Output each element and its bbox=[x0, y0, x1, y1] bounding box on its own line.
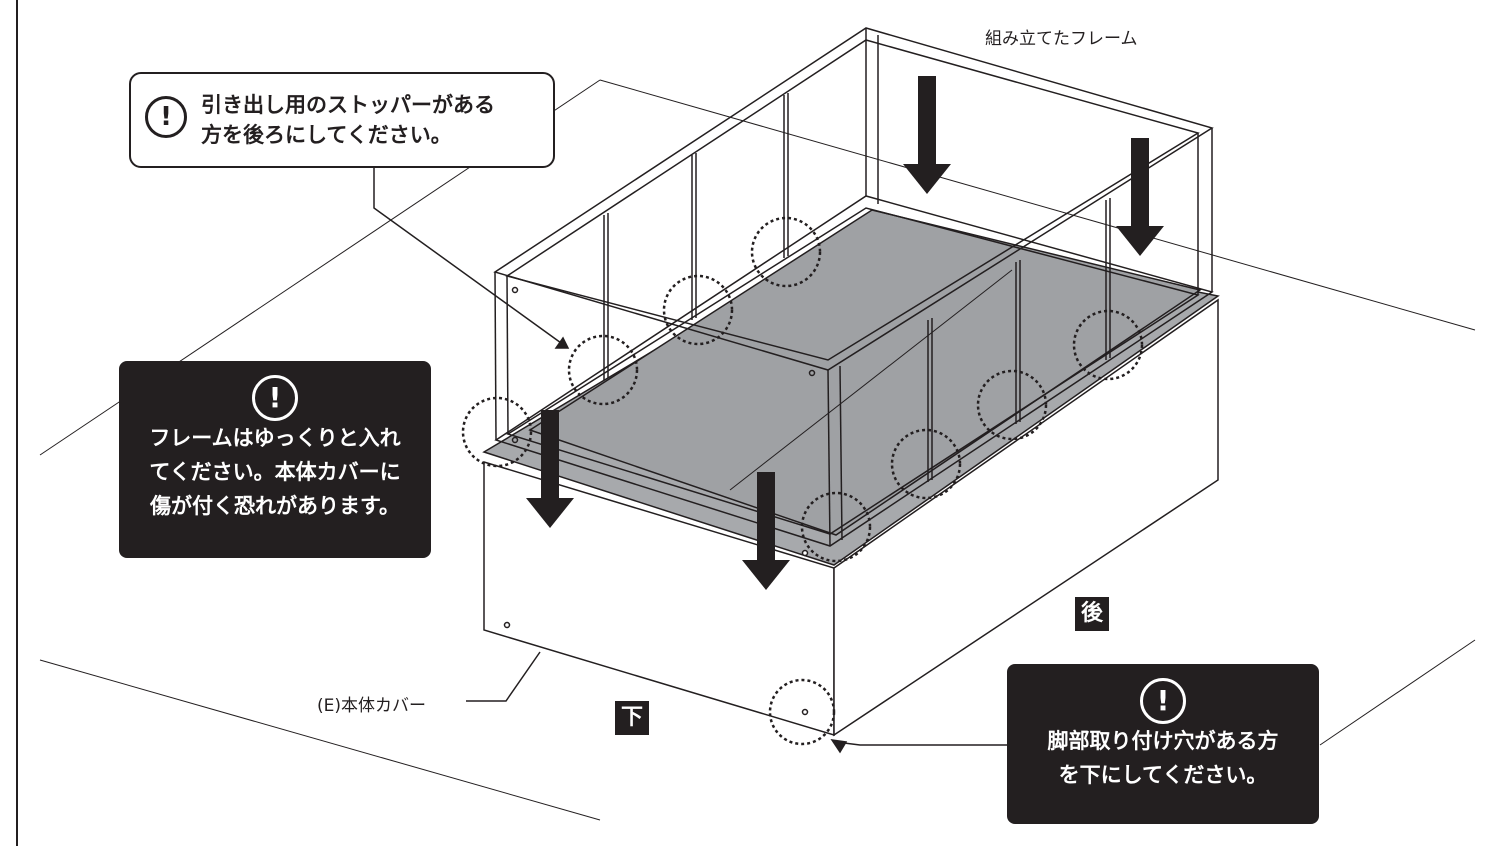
insert-arrows bbox=[526, 76, 1164, 590]
body-cover-label: (E)本体カバー bbox=[317, 696, 427, 716]
callout-line: てください。本体カバーに bbox=[149, 460, 401, 484]
exclamation-circle-icon: ! bbox=[252, 375, 298, 421]
down-arrow-icon bbox=[903, 76, 951, 194]
callout-line: 引き出し用のストッパーがある bbox=[201, 93, 495, 117]
leader-lines bbox=[373, 165, 1007, 754]
callout-line: フレームはゆっくりと入れ bbox=[149, 426, 401, 450]
callout-line: 傷が付く恐れがあります。 bbox=[150, 494, 400, 518]
callout-line: 方を後ろにしてください。 bbox=[201, 123, 452, 147]
back-badge: 後 bbox=[1075, 597, 1109, 631]
callout-line: 脚部取り付け穴がある方 bbox=[1047, 729, 1279, 753]
leg-holes-callout: ! 脚部取り付け穴がある方 を下にしてください。 bbox=[1007, 664, 1319, 824]
stopper-callout: ! 引き出し用のストッパーがある 方を後ろにしてください。 bbox=[129, 72, 555, 168]
frame-caution-callout: ! フレームはゆっくりと入れ てください。本体カバーに 傷が付く恐れがあります。 bbox=[119, 361, 431, 558]
down-arrow-icon bbox=[526, 410, 574, 528]
highlight-circles bbox=[461, 216, 1144, 746]
exclamation-circle-icon: ! bbox=[145, 96, 187, 138]
down-arrow-icon bbox=[742, 472, 790, 590]
bottom-badge: 下 bbox=[615, 701, 649, 735]
assembled-frame bbox=[493, 27, 1214, 547]
down-arrow-icon bbox=[1116, 138, 1164, 256]
body-cover bbox=[482, 209, 1220, 737]
callout-line: を下にしてください。 bbox=[1058, 763, 1268, 787]
exclamation-circle-icon: ! bbox=[1140, 678, 1186, 724]
assembled-frame-label: 組み立てたフレーム bbox=[985, 29, 1138, 49]
